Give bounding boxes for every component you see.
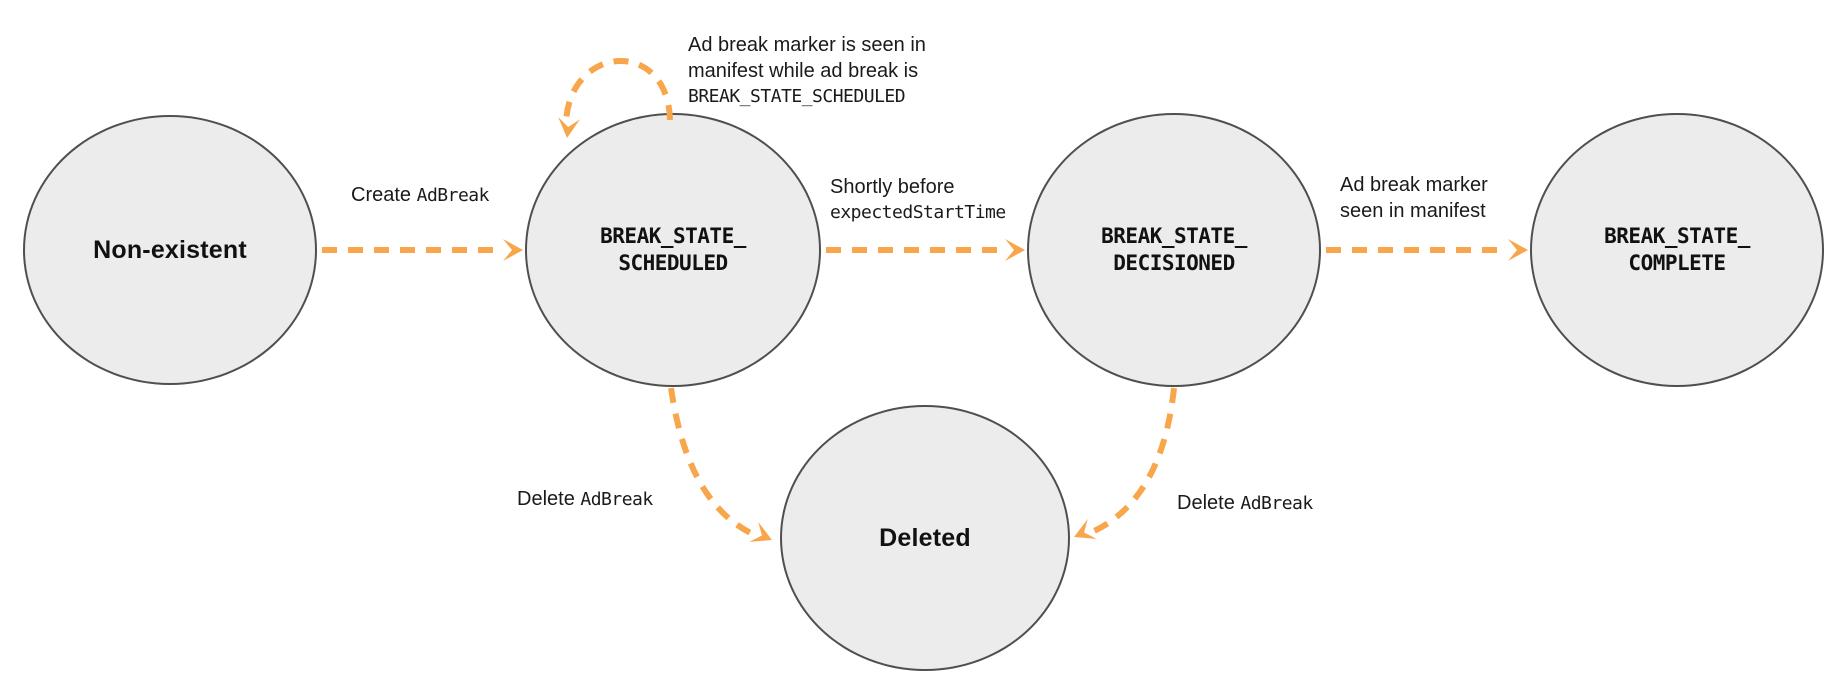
edge-label-line1: Ad break marker is seen in [688,34,926,56]
edge-label-delete-adbreak-right: Delete AdBreak [1177,490,1313,517]
edge-label-line2: seen in manifest [1340,200,1486,222]
state-break-state-scheduled: BREAK_STATE_ SCHEDULED [525,113,821,387]
edge-label-text: Delete [517,488,581,510]
edge-delete-left [668,387,757,538]
edge-label-text: Create [351,184,417,206]
state-label-line2: SCHEDULED [618,251,728,275]
edge-label-code: AdBreak [1240,493,1313,514]
edge-label-code: AdBreak [580,489,653,510]
state-label-line1: BREAK_STATE_ [1604,223,1750,248]
edge-create-adbreak-arrowhead-icon [503,239,523,261]
state-break-state-scheduled-label: BREAK_STATE_ SCHEDULED [600,223,746,278]
edge-label-shortly-before: Shortly before expectedStartTime [830,174,1006,226]
state-break-state-decisioned-label: BREAK_STATE_ DECISIONED [1101,223,1247,278]
state-label-line2: DECISIONED [1113,251,1235,275]
edge-label-create-adbreak: Create AdBreak [300,182,540,209]
edge-label-code: expectedStartTime [830,202,1006,223]
edge-label-self-loop: Ad break marker is seen in manifest whil… [688,32,926,110]
edge-label-line1: Shortly before [830,176,955,198]
state-non-existent-label: Non-existent [93,235,247,264]
state-non-existent: Non-existent [23,115,317,385]
state-break-state-complete: BREAK_STATE_ COMPLETE [1530,113,1824,387]
edge-label-line1: Ad break marker [1340,174,1488,196]
edge-label-code: AdBreak [416,185,490,206]
state-deleted: Deleted [780,405,1070,671]
edge-label-marker-seen: Ad break marker seen in manifest [1340,172,1488,224]
edge-label-delete-adbreak-left: Delete AdBreak [517,486,653,513]
state-deleted-label: Deleted [879,523,971,552]
edge-delete-right-arrowhead-icon [1074,518,1097,539]
state-break-state-decisioned: BREAK_STATE_ DECISIONED [1027,113,1321,387]
edge-label-text: Delete [1177,492,1241,514]
edge-self-loop-arrowhead-icon [558,116,581,138]
edge-label-code: BREAK_STATE_SCHEDULED [688,86,906,107]
state-label-line1: BREAK_STATE_ [600,223,746,248]
state-label-line2: COMPLETE [1628,251,1726,275]
edge-delete-left-arrowhead-icon [749,521,772,542]
edge-label-line2: manifest while ad break is [688,60,919,82]
state-break-state-complete-label: BREAK_STATE_ COMPLETE [1604,223,1750,278]
state-label-line1: BREAK_STATE_ [1101,223,1247,248]
edge-self-loop-scheduled [563,58,673,123]
edge-shortly-before-arrowhead-icon [1005,239,1025,261]
edge-marker-seen-arrowhead-icon [1508,239,1528,261]
edge-delete-right [1090,387,1177,535]
